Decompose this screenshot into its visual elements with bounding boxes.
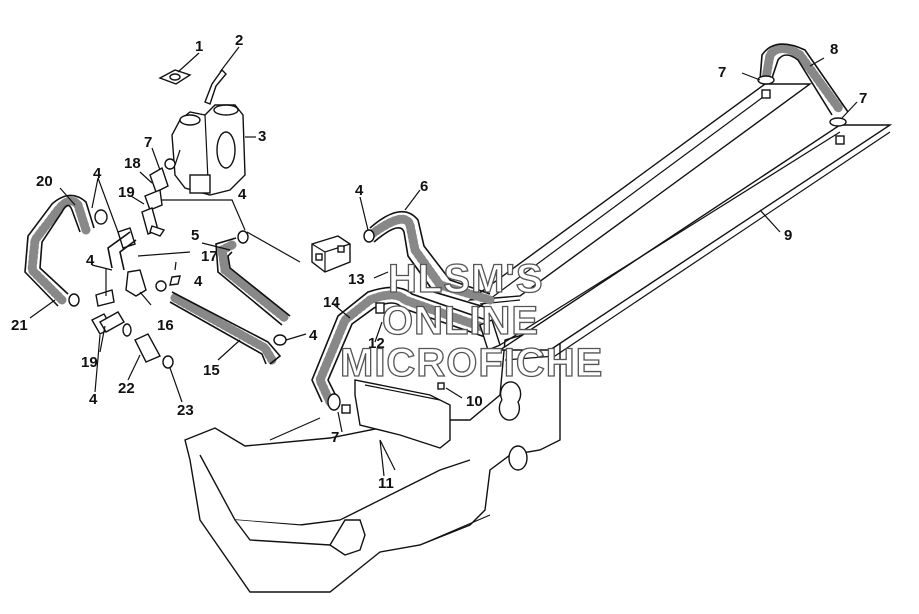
callout-4b: 4	[238, 186, 247, 203]
callout-15: 15	[203, 362, 220, 379]
callout-4e: 4	[355, 182, 364, 199]
callout-22: 22	[118, 380, 135, 397]
watermark: HLSM'S ONLINE MICROFICHE	[339, 256, 603, 385]
callout-7a: 7	[144, 134, 152, 151]
watermark-line-1: HLSM'S	[388, 257, 544, 301]
callout-10: 10	[466, 393, 483, 410]
callout-19b: 19	[81, 354, 98, 371]
callout-4g: 4	[89, 391, 98, 408]
callout-13: 13	[348, 271, 365, 288]
callout-7d: 7	[331, 429, 339, 446]
clamps	[327, 229, 445, 414]
callout-16: 16	[157, 317, 174, 334]
callout-11: 11	[378, 475, 394, 492]
callout-19a: 19	[118, 184, 135, 201]
callout-18: 18	[124, 155, 141, 172]
callout-14: 14	[323, 294, 340, 311]
radiator-rails	[467, 83, 893, 361]
callout-9: 9	[784, 227, 792, 244]
callout-7b: 7	[718, 64, 726, 81]
expansion-tank	[158, 68, 246, 196]
tunnel-frame	[184, 329, 561, 593]
callout-8: 8	[830, 41, 838, 58]
hose-20-21	[24, 194, 108, 307]
hose-15	[169, 291, 287, 365]
callout-4a: 4	[93, 165, 102, 182]
callout-4d: 4	[194, 273, 203, 290]
hose-6	[367, 210, 495, 309]
leader-lines	[29, 46, 858, 477]
hose-8	[757, 43, 849, 145]
callout-21: 21	[11, 317, 28, 334]
callout-20: 20	[36, 173, 53, 190]
hose-17	[107, 231, 137, 271]
callout-2: 2	[235, 32, 243, 49]
callout-3: 3	[258, 128, 266, 145]
small-parts	[91, 269, 181, 369]
callout-23: 23	[177, 402, 194, 419]
hose-5	[215, 230, 291, 326]
callouts: 1 2 3 4 4 4 4 4 4 4 5 6 7 7 7 7 8 9 10 1…	[11, 32, 867, 492]
callout-17: 17	[201, 248, 218, 265]
callout-7c: 7	[859, 90, 867, 107]
hose-14	[311, 286, 501, 407]
callout-5: 5	[191, 227, 199, 244]
callout-1: 1	[195, 38, 203, 55]
callout-6: 6	[420, 178, 428, 195]
watermark-line-2: ONLINE	[382, 299, 539, 343]
watermark-line-3: MICROFICHE	[340, 341, 603, 385]
callout-12: 12	[368, 335, 385, 352]
valve-13	[311, 235, 351, 273]
callout-4f: 4	[309, 327, 318, 344]
callout-4c: 4	[86, 252, 95, 269]
